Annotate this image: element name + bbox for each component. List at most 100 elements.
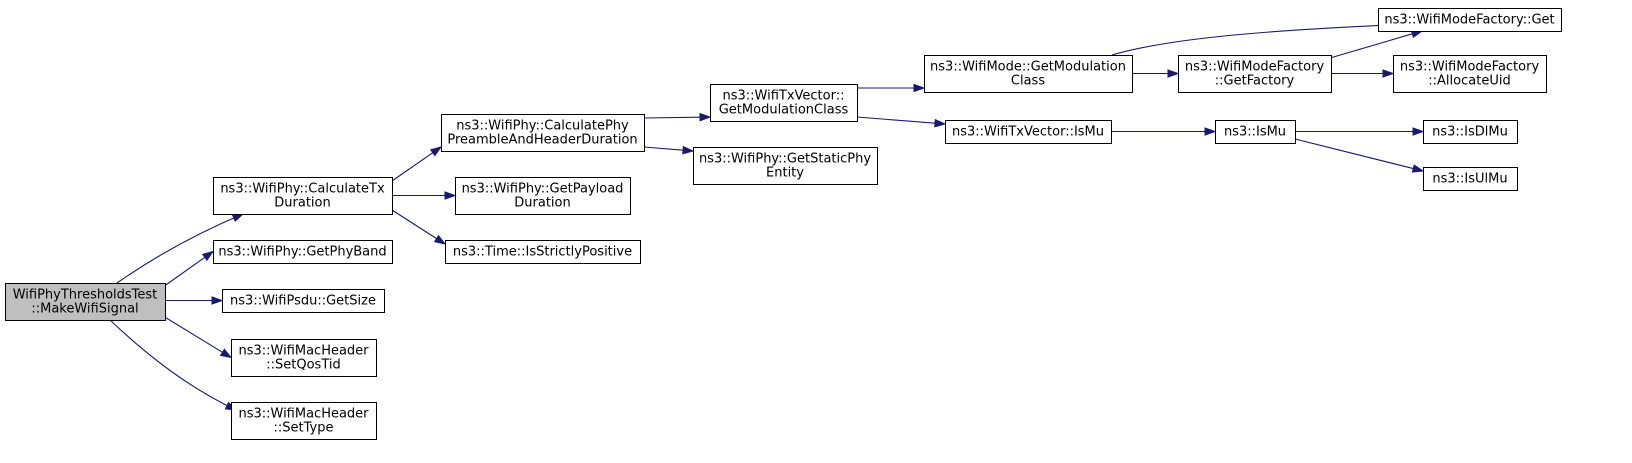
node-box <box>1423 167 1518 191</box>
node-box <box>213 240 393 264</box>
node-label: ns3::WifiMode::GetModulation <box>930 60 1126 75</box>
node-label: ns3::WifiPhy::GetPayload <box>462 182 624 197</box>
call-nodes: WifiPhyThresholdsTest::MakeWifiSignalns3… <box>5 8 1562 440</box>
edge-line <box>391 209 437 240</box>
arrowhead-icon <box>211 296 224 305</box>
edge-calcTx-to-getPayload <box>392 191 457 200</box>
node-label: PreambleAndHeaderDuration <box>447 133 637 148</box>
arrowhead-icon <box>934 118 947 128</box>
node-strictlyPos[interactable]: ns3::Time::IsStrictlyPositive <box>445 240 641 264</box>
node-label: ns3::WifiPsdu::GetSize <box>230 294 376 309</box>
edge-line <box>162 315 223 353</box>
node-label: ns3::WifiTxVector:: <box>722 89 844 104</box>
edge-line <box>1111 23 1411 56</box>
edge-line <box>643 146 684 151</box>
edge-calcPreamble-to-staticPhy <box>643 145 695 155</box>
node-label: ns3::Time::IsStrictlyPositive <box>453 245 632 260</box>
edge-calcPreamble-to-txModClass <box>643 112 712 122</box>
node-label: ns3::WifiMacHeader <box>238 344 369 359</box>
edge-line <box>856 116 936 124</box>
node-calcPreamble[interactable]: ns3::WifiPhy::CalculatePhyPreambleAndHea… <box>441 114 645 152</box>
edge-root-to-setType <box>109 319 238 411</box>
node-box <box>5 283 166 321</box>
node-isDlMu[interactable]: ns3::IsDlMu <box>1423 120 1518 144</box>
node-label: ns3::IsUlMu <box>1432 172 1507 187</box>
node-box <box>1215 120 1296 144</box>
node-label: ns3::WifiTxVector::IsMu <box>952 125 1104 140</box>
node-label: ns3::WifiPhy::CalculateTx <box>220 182 385 197</box>
node-label: ::SetQosTid <box>266 358 340 373</box>
node-label: ns3::IsDlMu <box>1432 125 1508 140</box>
arrowhead-icon <box>913 83 926 93</box>
node-box <box>1378 8 1562 32</box>
node-label: ::SetType <box>274 421 334 436</box>
arrowhead-icon <box>699 112 712 122</box>
call-edges <box>109 20 1425 411</box>
node-label: ::MakeWifiSignal <box>31 302 138 317</box>
node-label: Entity <box>766 166 804 181</box>
edge-root-to-psduGetSize <box>163 296 224 305</box>
node-box <box>1423 120 1518 144</box>
node-isMu[interactable]: ns3::IsMu <box>1215 120 1296 144</box>
node-allocUid[interactable]: ns3::WifiModeFactory::AllocateUid <box>1393 55 1547 93</box>
edge-line <box>1294 138 1414 170</box>
edge-isMu-to-isDlMu <box>1295 127 1425 136</box>
edge-getFactory-to-factoryGet <box>1329 29 1424 59</box>
edge-line <box>391 152 434 182</box>
edge-calcTx-to-calcPreamble <box>391 146 443 182</box>
edge-root-to-getPhyBand <box>162 250 215 288</box>
edge-line <box>1329 33 1413 59</box>
node-getPhyBand[interactable]: ns3::WifiPhy::GetPhyBand <box>213 240 393 264</box>
arrowhead-icon <box>682 145 695 155</box>
node-box <box>710 84 858 122</box>
arrowhead-icon <box>1411 164 1425 173</box>
node-modeModClass[interactable]: ns3::WifiMode::GetModulationClass <box>924 55 1133 93</box>
node-label: Duration <box>274 196 330 211</box>
edge-isMu-to-isUlMu <box>1294 138 1425 173</box>
edge-line <box>109 319 237 411</box>
node-label: ::GetFactory <box>1215 74 1295 89</box>
edge-line <box>162 256 206 288</box>
arrowhead-icon <box>1412 127 1425 136</box>
node-label: ns3::WifiModeFactory <box>1185 60 1325 75</box>
arrowhead-icon <box>429 146 443 157</box>
arrowhead-icon <box>444 191 457 200</box>
node-label: ns3::WifiMacHeader <box>238 407 369 422</box>
edge-root-to-setQosTid <box>162 315 233 359</box>
node-label: GetModulationClass <box>719 103 849 118</box>
node-box <box>445 240 641 264</box>
node-root[interactable]: WifiPhyThresholdsTest::MakeWifiSignal <box>5 283 166 321</box>
arrowhead-icon <box>231 213 245 223</box>
node-isMuTx[interactable]: ns3::WifiTxVector::IsMu <box>945 120 1112 144</box>
arrowhead-icon <box>219 348 233 359</box>
node-txModClass[interactable]: ns3::WifiTxVector::GetModulationClass <box>710 84 858 122</box>
node-label: ns3::WifiModeFactory <box>1400 60 1540 75</box>
node-label: ::AllocateUid <box>1428 74 1510 89</box>
arrowhead-icon <box>1167 69 1180 78</box>
node-psduGetSize[interactable]: ns3::WifiPsdu::GetSize <box>222 289 385 313</box>
node-box <box>213 177 393 215</box>
arrowhead-icon <box>1382 69 1395 78</box>
node-label: Duration <box>514 196 570 211</box>
node-label: ns3::WifiModeFactory::Get <box>1384 13 1554 28</box>
node-box <box>441 114 645 152</box>
node-getFactory[interactable]: ns3::WifiModeFactory::GetFactory <box>1178 55 1332 93</box>
arrowhead-icon <box>201 250 215 262</box>
node-factoryGet[interactable]: ns3::WifiModeFactory::Get <box>1378 8 1562 32</box>
edge-line <box>643 116 701 119</box>
node-setQosTid[interactable]: ns3::WifiMacHeader::SetQosTid <box>231 339 377 377</box>
node-box <box>231 402 377 440</box>
node-label: Class <box>1011 74 1045 89</box>
node-label: WifiPhyThresholdsTest <box>13 288 158 303</box>
node-label: ns3::WifiPhy::GetPhyBand <box>218 245 386 260</box>
node-box <box>945 120 1112 144</box>
edge-isMuTx-to-isMu <box>1111 127 1217 136</box>
node-box <box>455 177 631 215</box>
edge-txModClass-to-isMuTx <box>856 116 947 128</box>
node-label: ns3::WifiPhy::GetStaticPhy <box>699 152 871 167</box>
node-setType[interactable]: ns3::WifiMacHeader::SetType <box>231 402 377 440</box>
node-isUlMu[interactable]: ns3::IsUlMu <box>1423 167 1518 191</box>
